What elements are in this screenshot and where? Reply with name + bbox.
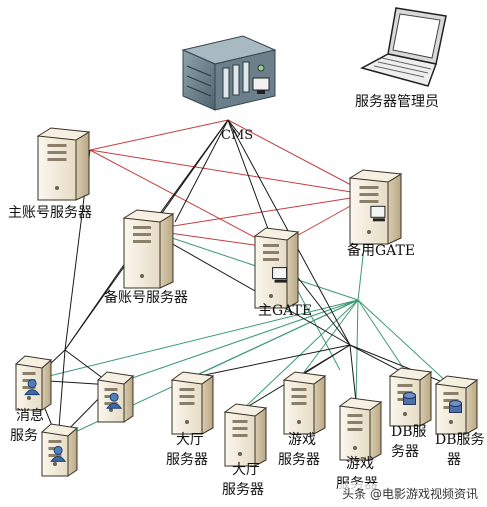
message-label-2: 服务	[10, 428, 38, 444]
message-server-icon-3	[40, 423, 79, 477]
backup-gate-label: 备用GATE	[347, 243, 416, 259]
db2-label-1: DB服务	[435, 432, 485, 448]
cms-label: CMS	[221, 128, 254, 143]
black-link	[349, 344, 451, 386]
game2-label-1: 游戏	[346, 456, 374, 472]
red-link	[89, 149, 276, 249]
server-nodes	[14, 127, 479, 477]
message-server-icon-1	[14, 355, 53, 411]
message-label-1: 消息	[16, 408, 44, 424]
game-server-icon-2	[338, 397, 383, 461]
cms-server-icon	[181, 35, 277, 111]
backup-gate-server-icon	[348, 169, 403, 245]
db1-label-2: 务器	[391, 444, 419, 460]
green-link	[147, 229, 359, 301]
db2-label-2: 器	[447, 452, 461, 468]
lobby2-label-1: 大厅	[232, 462, 260, 478]
green-link	[189, 299, 359, 379]
lobby2-label-2: 服务器	[222, 482, 264, 498]
green-link	[357, 299, 409, 376]
db1-label-1: DB服	[391, 424, 427, 440]
main-account-server-icon	[36, 127, 91, 201]
db-server-icon-1	[388, 367, 433, 427]
lobby1-label-2: 服务器	[166, 452, 208, 468]
green-link	[355, 299, 359, 403]
message-server-icon-2	[96, 371, 135, 423]
lobby-server-icon-2	[223, 403, 268, 467]
red-link	[147, 194, 371, 231]
red-link	[227, 119, 371, 196]
lobby-server-icon-1	[170, 371, 215, 435]
green-link	[111, 299, 359, 386]
main-gate-server-icon	[253, 227, 300, 309]
black-link	[174, 119, 229, 223]
black-link	[147, 119, 229, 231]
game-server-icon-1	[282, 371, 327, 435]
black-links	[32, 119, 451, 441]
black-link	[189, 344, 351, 379]
game1-label-2: 服务器	[278, 452, 320, 468]
game1-label-1: 游戏	[288, 432, 316, 448]
green-link	[357, 299, 451, 386]
black-link	[147, 229, 351, 346]
black-link	[349, 344, 357, 403]
red-link	[89, 149, 371, 196]
backup-account-label: 备账号服务器	[104, 290, 188, 306]
laptop-icon	[359, 7, 447, 87]
db-server-icon-2	[434, 375, 479, 435]
black-link	[227, 119, 276, 249]
backup-account-server-icon	[122, 209, 175, 289]
watermark: 头条 @电影游戏视频资讯	[339, 484, 481, 503]
black-link	[227, 119, 241, 136]
main-account-label: 主账号服务器	[8, 205, 92, 221]
main-gate-label: 主GATE	[258, 303, 313, 319]
admin-label: 服务器管理员	[355, 94, 439, 110]
black-link	[301, 344, 351, 376]
red-link	[89, 119, 229, 151]
lobby1-label-1: 大厅	[176, 432, 204, 448]
green-link	[301, 299, 359, 376]
